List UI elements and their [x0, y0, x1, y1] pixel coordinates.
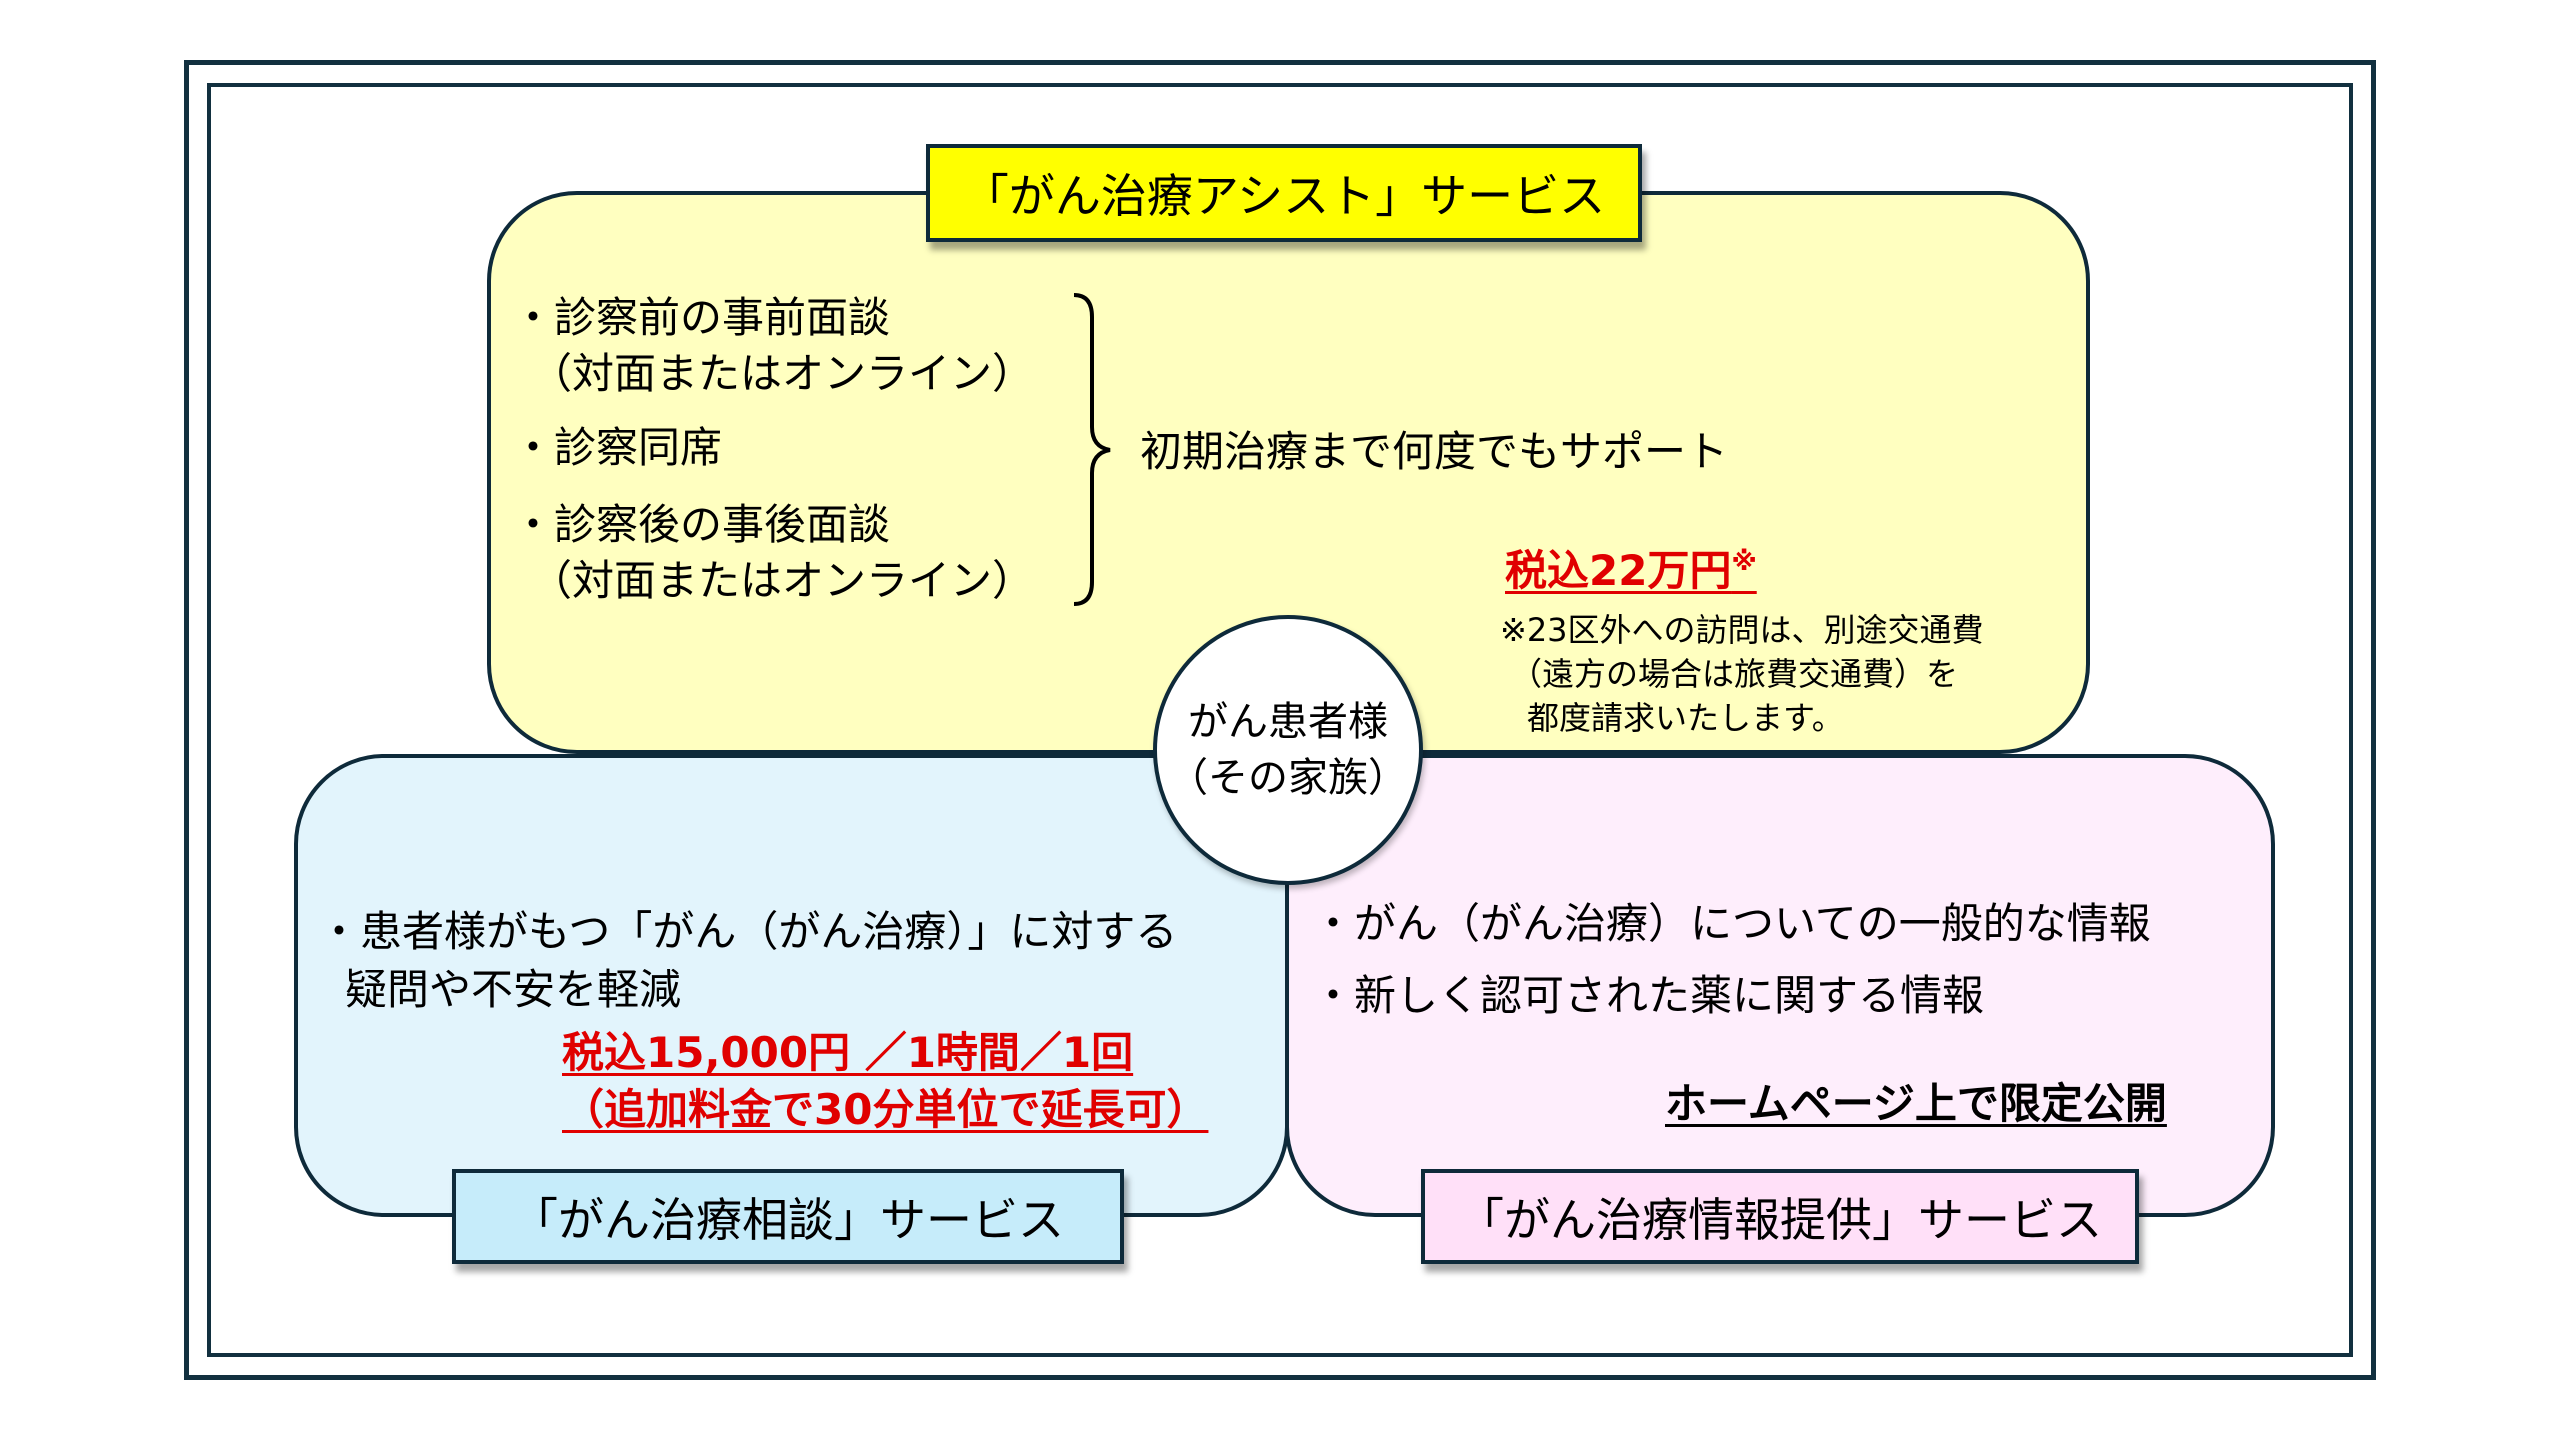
info-item-1: ・がん（がん治療）についての一般的な情報 [1312, 899, 2151, 948]
assist-price-mark: ※ [1731, 547, 1757, 577]
info-service-title-text: 「がん治療情報提供」サービス [1458, 1192, 2102, 1247]
info-service-title: 「がん治療情報提供」サービス [1421, 1169, 2139, 1264]
consult-item-line-2: 疑問や不安を軽減 [345, 965, 682, 1014]
info-item-2: ・新しく認可された薬に関する情報 [1312, 971, 1985, 1020]
consult-price: 税込15,000円 ／1時間／1回 [562, 1028, 1134, 1077]
assist-note-line-2: （遠方の場合は旅費交通費）を [1510, 655, 1959, 693]
patient-family-label: （その家族） [1168, 755, 1408, 801]
assist-price: 税込22万円※ [1505, 534, 1757, 599]
assist-service-title-text: 「がん治療アシスト」サービス [962, 169, 1606, 223]
assist-item-1-sub: （対面またはオンライン） [530, 349, 1035, 398]
assist-note-line-3: 都度請求いたします。 [1527, 699, 1844, 737]
assist-note-line-1: ※23区外への訪問は、別途交通費 [1500, 611, 1984, 649]
consult-item-line-1: ・患者様がもつ「がん（がん治療）」に対する [318, 907, 1178, 956]
info-availability: ホームページ上で限定公開 [1665, 1079, 2167, 1128]
assist-summary: 初期治療まで何度でもサポート [1140, 427, 1729, 476]
patient-label: がん患者様 [1188, 699, 1388, 745]
patient-circle: がん患者様 （その家族） [1153, 615, 1423, 885]
assist-item-3-sub: （対面またはオンライン） [530, 556, 1035, 605]
inner-frame [207, 83, 2353, 1357]
assist-service-title: 「がん治療アシスト」サービス [926, 144, 1642, 242]
assist-item-3: ・診察後の事後面談 [512, 500, 891, 549]
right-brace-icon [1073, 293, 1111, 606]
consult-service-title-text: 「がん治療相談」サービス [512, 1192, 1064, 1247]
assist-price-value: 税込22万円 [1505, 546, 1732, 595]
consult-service-title: 「がん治療相談」サービス [452, 1169, 1124, 1264]
info-service-panel [1285, 754, 2275, 1217]
consult-price-extension: （追加料金で30分単位で延長可） [562, 1085, 1209, 1134]
assist-item-1: ・診察前の事前面談 [512, 293, 891, 342]
assist-item-2: ・診察同席 [512, 423, 723, 472]
